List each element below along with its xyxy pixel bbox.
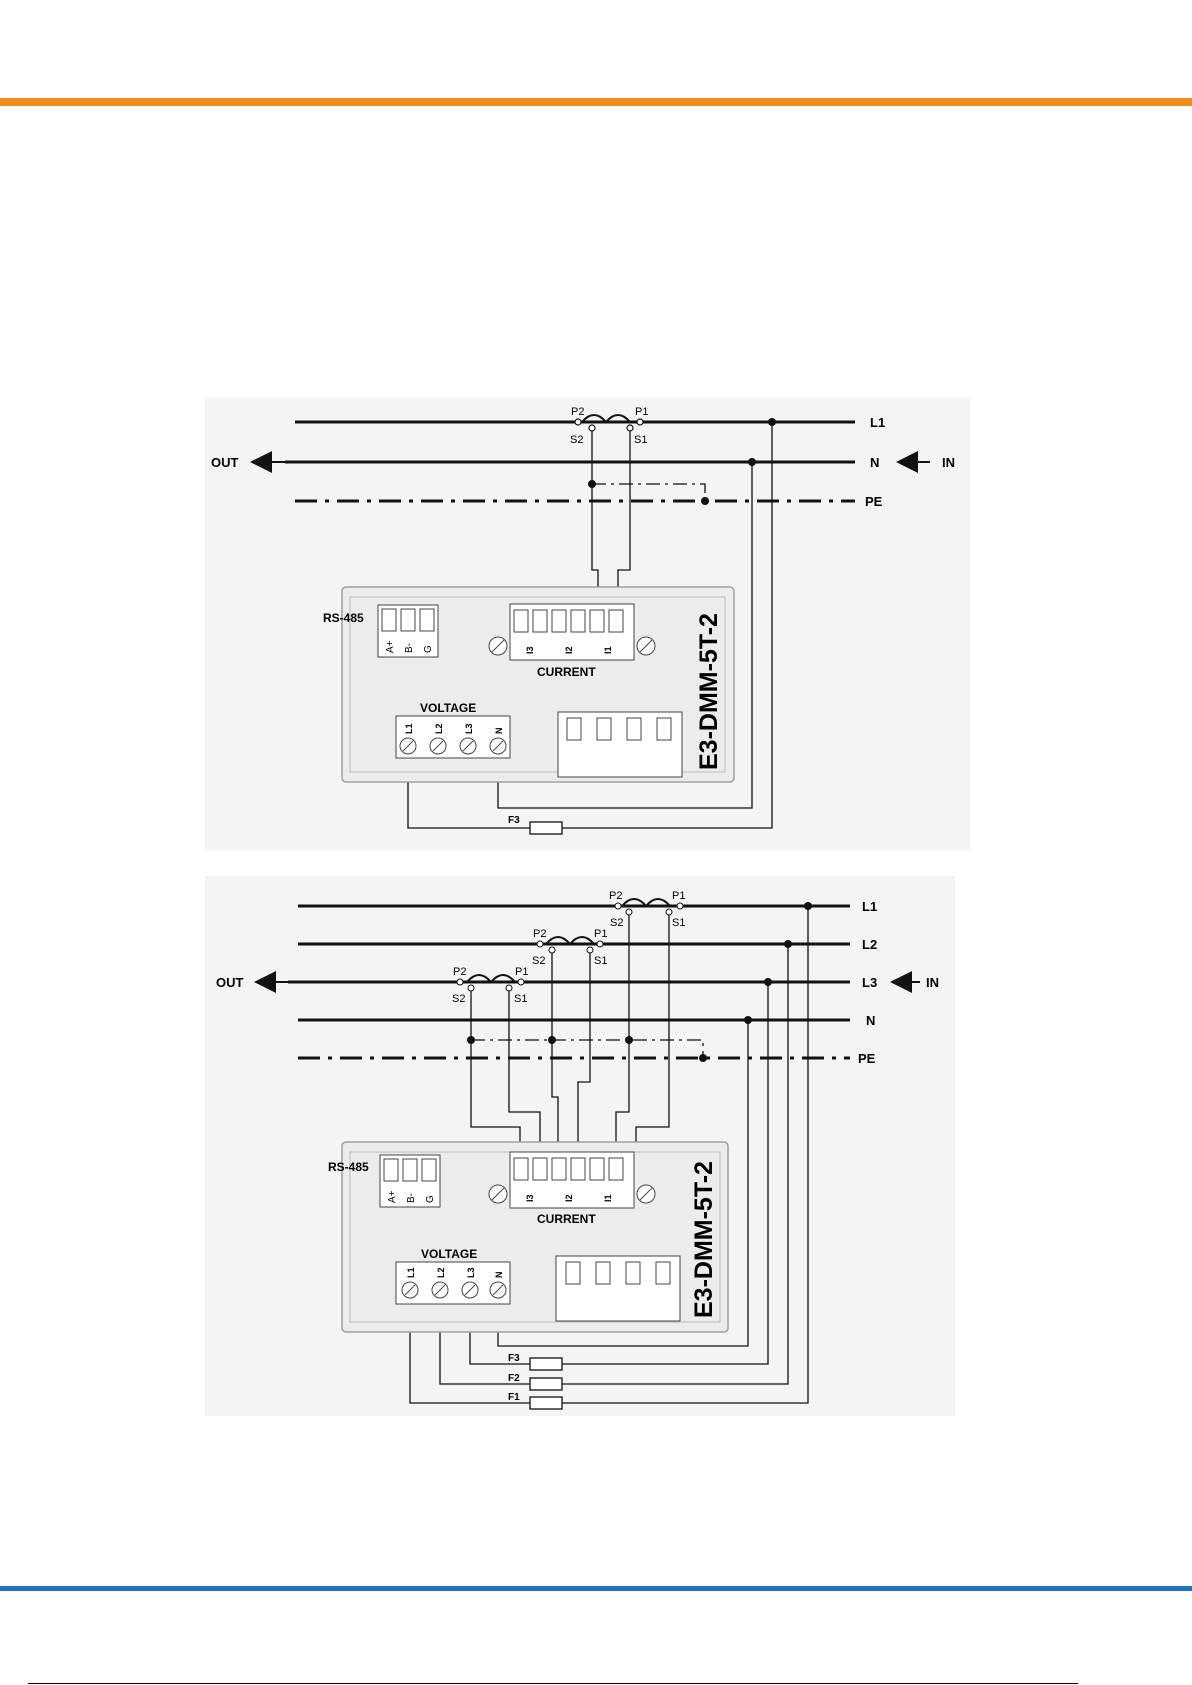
voltage-pin-l3: L3: [466, 1267, 476, 1278]
rs485-pin-b: B-: [404, 643, 415, 653]
model-name: E3-DMM-5T-2: [695, 613, 723, 770]
fuse-f2: [530, 1378, 562, 1390]
voltage-label: VOLTAGE: [421, 1247, 477, 1261]
fuse-f3-label: F3: [508, 815, 520, 826]
ct-l1-p1-label: P1: [672, 890, 685, 902]
rs485-pin-a: A+: [387, 1190, 398, 1203]
fuse-f2-label: F2: [508, 1373, 520, 1384]
in-label: IN: [926, 975, 939, 990]
footer-thin-rule: [28, 1683, 1078, 1684]
fuse-f3: [530, 822, 562, 834]
ct-l3-s1-label: S1: [514, 993, 527, 1005]
meter-panel: RS-485 A+ B- G I3 I2: [328, 1142, 728, 1332]
ct-l1-s1-label: S1: [672, 917, 685, 929]
voltage-pin-l1: L1: [404, 723, 414, 734]
ct-l1-p2-label: P2: [609, 890, 622, 902]
ct-l3-p1-label: P1: [515, 966, 528, 978]
out-label: OUT: [211, 455, 239, 470]
out-label: OUT: [216, 975, 244, 990]
rs485-pin-g: G: [425, 1195, 436, 1203]
rs485-pin-a: A+: [385, 640, 396, 653]
fuse-f3: [530, 1358, 562, 1370]
model-name: E3-DMM-5T-2: [690, 1161, 718, 1318]
line-label-n: N: [870, 455, 879, 470]
diagram-2-three-phase: OUT IN L1 L2 L3 N PE P2 P1 S2 S1: [205, 876, 955, 1416]
voltage-pin-n: N: [494, 1272, 504, 1279]
ct-l1-s2-label: S2: [610, 917, 623, 929]
line-label-l1: L1: [862, 899, 877, 914]
current-pin-i3: I3: [525, 646, 535, 654]
ct-l2-s1-label: S1: [594, 955, 607, 967]
voltage-label: VOLTAGE: [420, 701, 476, 715]
ct-l3-p2-label: P2: [453, 966, 466, 978]
meter-panel: RS-485 A+ B- G I3: [323, 587, 734, 782]
line-label-l2: L2: [862, 937, 877, 952]
line-label-pe: PE: [865, 494, 883, 509]
ct-s2-label: S2: [570, 434, 583, 446]
voltage-pin-l3: L3: [464, 723, 474, 734]
current-pin-i1: I1: [603, 646, 613, 654]
line-label-n: N: [866, 1013, 875, 1028]
ct-p2-label: P2: [571, 406, 584, 418]
line-label-l1: L1: [870, 415, 885, 430]
diagram-1-single-phase: OUT IN L1 N PE P2 P1 S2 S1: [205, 398, 970, 850]
rs485-pin-b: B-: [406, 1193, 417, 1203]
current-pin-i2: I2: [564, 646, 574, 654]
line-label-pe: PE: [858, 1051, 876, 1066]
bottom-blue-rule: [0, 1586, 1192, 1591]
voltage-pin-n: N: [494, 728, 504, 735]
voltage-pin-l2: L2: [434, 723, 444, 734]
in-label: IN: [942, 455, 955, 470]
ct-s1-label: S1: [634, 434, 647, 446]
voltage-pin-l1: L1: [406, 1267, 416, 1278]
ct-p1-label: P1: [635, 406, 648, 418]
current-label: CURRENT: [537, 665, 596, 679]
ct-l3-s2-label: S2: [452, 993, 465, 1005]
ct-l2-s2-label: S2: [532, 955, 545, 967]
current-label: CURRENT: [537, 1212, 596, 1226]
ct-l2-p2-label: P2: [533, 928, 546, 940]
current-pin-i1: I1: [603, 1194, 613, 1202]
ct-l2-p1-label: P1: [594, 928, 607, 940]
current-pin-i2: I2: [564, 1194, 574, 1202]
voltage-pin-l2: L2: [436, 1267, 446, 1278]
fuse-f1-label: F1: [508, 1392, 520, 1403]
rs485-pin-g: G: [423, 645, 434, 653]
current-pin-i3: I3: [525, 1194, 535, 1202]
fuse-f1: [530, 1397, 562, 1409]
line-label-l3: L3: [862, 975, 877, 990]
rs485-label: RS-485: [323, 611, 364, 625]
rs485-label: RS-485: [328, 1160, 369, 1174]
fuse-f3-label: F3: [508, 1353, 520, 1364]
